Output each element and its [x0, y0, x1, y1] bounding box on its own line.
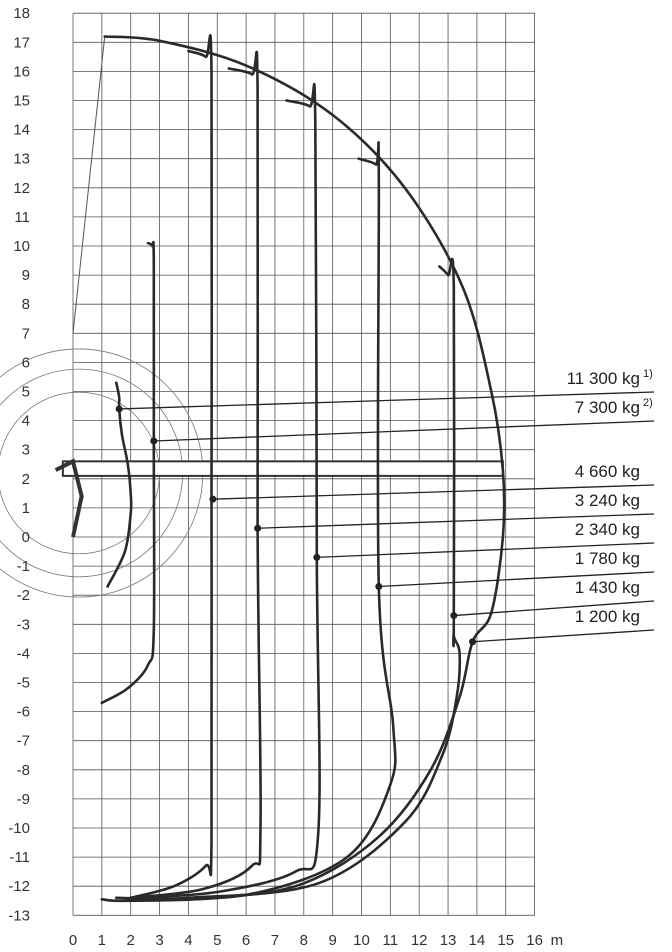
capacity-label: 3 240 kg — [575, 491, 640, 510]
load-curves — [100, 34, 506, 903]
x-tick-label: 16 — [526, 932, 543, 949]
crane-column — [54, 458, 84, 538]
y-tick-label: -10 — [8, 820, 30, 837]
x-tick-label: 10 — [353, 932, 370, 949]
leader-line — [316, 542, 655, 559]
load-curve — [115, 257, 462, 901]
x-tick-label: 12 — [411, 932, 428, 949]
capacity-footnote: 2) — [643, 397, 653, 409]
y-tick-label: -3 — [17, 616, 30, 633]
y-tick-label: 16 — [13, 63, 30, 80]
x-tick-label: 5 — [213, 932, 221, 949]
y-tick-label: -8 — [17, 762, 30, 779]
y-tick-label: 4 — [22, 413, 30, 430]
y-tick-label: 7 — [22, 325, 30, 342]
load-curve — [129, 141, 397, 901]
y-tick-label: 5 — [22, 384, 30, 401]
y-tick-label: 15 — [13, 93, 30, 110]
capacity-footnote: 1) — [643, 368, 653, 380]
capacity-label: 2 340 kg — [575, 520, 640, 539]
y-tick-label: -1 — [17, 558, 30, 575]
load-curve — [129, 82, 321, 900]
y-tick-label: 12 — [13, 180, 30, 197]
y-tick-label: 1 — [22, 500, 30, 517]
y-tick-label: -12 — [8, 878, 30, 895]
y-tick-label: 6 — [22, 354, 30, 371]
x-tick-label: 3 — [155, 932, 163, 949]
y-tick-label: 14 — [13, 122, 30, 139]
y-axis-ticks: 1817161514131211109876543210-1-2-3-4-5-6… — [8, 5, 30, 924]
load-curve — [129, 50, 262, 900]
reach-line — [72, 36, 106, 334]
leader-line — [378, 571, 655, 588]
y-tick-label: -2 — [17, 587, 30, 604]
y-tick-label: 0 — [22, 529, 30, 546]
load-curve — [100, 35, 506, 903]
y-tick-label: 17 — [13, 34, 30, 51]
x-tick-label: 2 — [127, 932, 135, 949]
crane-sketch — [0, 36, 504, 598]
y-tick-label: -7 — [17, 733, 30, 750]
leader-line — [212, 484, 655, 500]
capacity-label: 1 430 kg — [575, 578, 640, 597]
y-tick-label: 18 — [13, 5, 30, 22]
x-tick-label: 4 — [184, 932, 192, 949]
capacity-label: 1 780 kg — [575, 549, 640, 568]
x-tick-label: 0 — [69, 932, 77, 949]
load-curve — [129, 34, 214, 900]
y-tick-label: -6 — [17, 704, 30, 721]
capacity-label: 11 300 kg — [567, 369, 640, 388]
load-curve — [106, 381, 133, 588]
x-tick-label: 8 — [300, 932, 308, 949]
x-tick-label: 11 — [383, 932, 399, 949]
capacity-label: 4 660 kg — [575, 462, 640, 481]
x-tick-label: 9 — [328, 932, 336, 949]
capacity-label: 7 300 kg — [575, 398, 640, 417]
x-tick-label: 1 — [98, 932, 106, 949]
y-tick-label: 10 — [13, 238, 30, 255]
y-tick-label: -13 — [8, 907, 30, 924]
capacity-label: 1 200 kg — [575, 607, 640, 626]
y-tick-label: 3 — [22, 442, 30, 459]
y-tick-label: 2 — [22, 471, 30, 488]
y-tick-label: 9 — [22, 267, 30, 284]
leader-line — [472, 629, 655, 643]
x-tick-label: 13 — [440, 932, 457, 949]
y-tick-label: 13 — [13, 151, 30, 168]
x-tick-label: 15 — [497, 932, 514, 949]
leader-line — [119, 391, 655, 410]
load-curve — [100, 240, 156, 705]
y-tick-label: -4 — [17, 645, 30, 662]
y-tick-label: -5 — [17, 675, 30, 692]
x-axis-unit: m — [551, 932, 564, 949]
y-tick-label: -9 — [17, 791, 30, 808]
leader-line — [153, 420, 655, 442]
x-tick-label: 6 — [242, 932, 250, 949]
y-tick-label: 11 — [14, 209, 30, 226]
y-tick-label: -11 — [9, 849, 30, 866]
x-tick-label: 7 — [271, 932, 279, 949]
leader-line — [453, 600, 655, 617]
y-tick-label: 8 — [22, 296, 30, 313]
x-tick-label: 14 — [469, 932, 486, 949]
leader-line — [257, 513, 655, 529]
